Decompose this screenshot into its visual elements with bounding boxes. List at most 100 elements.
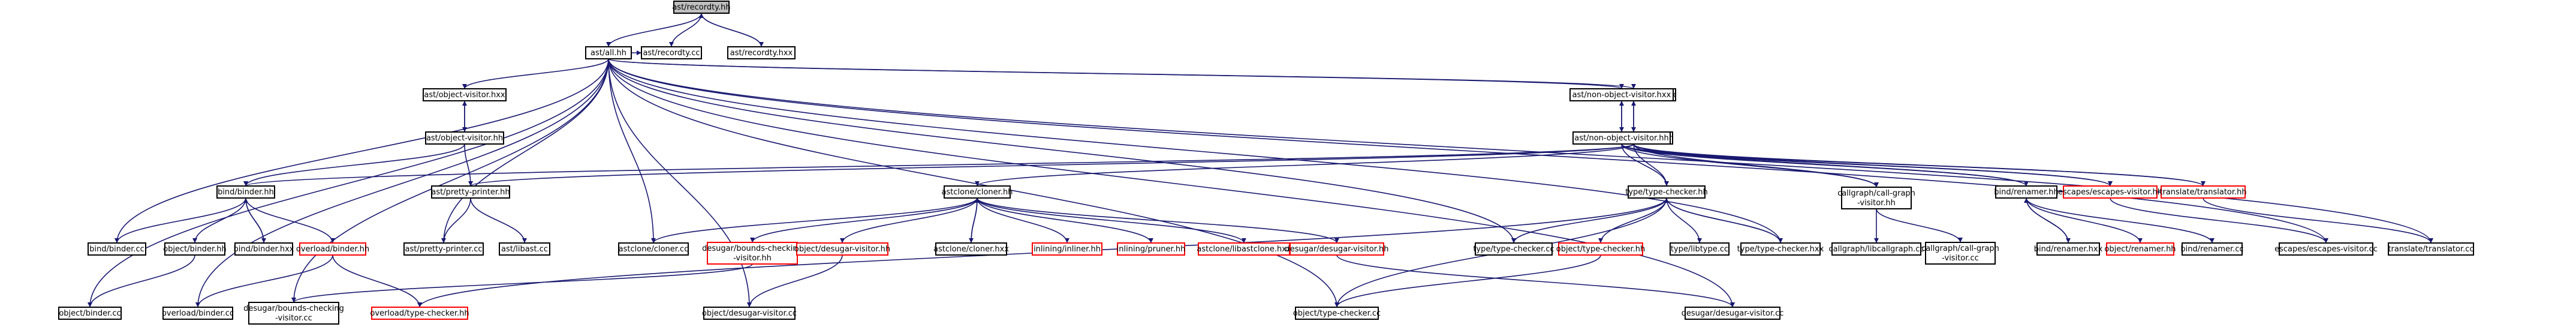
node-escapes-visitor-hh[interactable]: escapes/escapes-visitor.hh: [2058, 185, 2162, 199]
edge-non-object-visitor-hh-to-type-checker-hh: [1621, 143, 1669, 187]
node-cloner-hxx[interactable]: astclone/cloner.hxx: [933, 242, 1009, 256]
edge-all-hh-to-escapes-visitor-cc: [608, 58, 2328, 244]
edge-all-hh-to-type-checker-cc: [608, 58, 1516, 244]
node-label: ast/pretty-printer.cc: [405, 245, 483, 254]
node-pretty-printer-hh[interactable]: ast/pretty-printer.hh: [431, 185, 510, 199]
node-label: type/libtype.cc: [1671, 245, 1728, 254]
node-label: desugar/bounds-checking: [702, 244, 803, 253]
edge-all-hh-to-pretty-printer-cc: [441, 58, 609, 244]
node-desugar-visitor-hh[interactable]: desugar/desugar-visitor.hh: [1285, 242, 1389, 256]
node-label: type/type-checker.hxx: [1737, 245, 1824, 254]
node-label: object/binder.cc: [59, 309, 120, 318]
node-all-hh[interactable]: ast/all.hh: [585, 46, 632, 59]
node-renamer-cc[interactable]: bind/renamer.cc: [2180, 242, 2244, 256]
node-box: [1841, 187, 1912, 209]
edge-binder-hxx-to-binder-hh: [243, 197, 264, 244]
edge-all-hh-to-binder-cc: [115, 58, 609, 244]
node-layer: ast/recordty.hh ast/all.hh ast/recordty.cc…: [58, 1, 2474, 325]
node-object-binder-hh[interactable]: object/binder.hh: [163, 242, 227, 256]
node-box: [164, 242, 225, 256]
edge-all-hh-to-object-visitor-hxx: [462, 58, 609, 89]
node-box: [2161, 185, 2246, 199]
node-object-visitor-hxx[interactable]: ast/object-visitor.hxx: [423, 88, 507, 101]
node-label: ast/recordty.hxx: [730, 49, 793, 58]
node-object-type-checker-hh[interactable]: object/type-checker.hh: [1556, 242, 1646, 256]
edge-cloner-hh-to-pruner-hh: [977, 197, 1153, 244]
node-object-visitor-hh[interactable]: ast/object-visitor.hh: [425, 131, 504, 145]
node-box: [425, 131, 504, 145]
node-recordty-cc[interactable]: ast/recordty.cc: [641, 46, 702, 59]
edge-all-hh-to-non-object-visitor-hxx: [608, 58, 1624, 89]
node-binder-cc[interactable]: bind/binder.cc: [88, 242, 146, 256]
node-label: ast/non-object-visitor.hh: [1574, 134, 1669, 143]
node-desugar-visitor-cc[interactable]: desugar/desugar-visitor.cc: [1682, 307, 1784, 320]
node-libast-cc[interactable]: ast/libast.cc: [499, 242, 550, 256]
edge-default-visitor-hh-to-cloner-hh: [975, 143, 1634, 187]
edge-recordty-hxx-to-recordty-hh: [699, 13, 762, 47]
node-renamer-hh[interactable]: bind/renamer.hh: [1994, 185, 2059, 199]
node-label: object/binder.hh: [163, 245, 227, 254]
node-libclone-hxx[interactable]: astclone/libastclone.hxx: [1197, 242, 1291, 256]
node-pretty-printer-cc[interactable]: ast/pretty-printer.cc: [403, 242, 484, 256]
node-box: [1295, 307, 1379, 320]
node-label: type/type-checker.cc: [1473, 245, 1554, 254]
node-type-checker-hh[interactable]: type/type-checker.hh: [1625, 185, 1708, 199]
node-overload-binder-cc[interactable]: overload/binder.cc: [162, 307, 234, 320]
node-object-desugar-visitor-cc[interactable]: object/desugar-visitor.cc: [702, 307, 797, 320]
node-label: ast/all.hh: [590, 49, 626, 58]
node-box: [944, 185, 1011, 199]
node-overload-binder-hh[interactable]: overload/binder.hh: [296, 242, 369, 256]
node-object-renamer-hh[interactable]: object/renamer.hh: [2104, 242, 2176, 256]
node-cloner-cc[interactable]: astclone/cloner.cc: [618, 242, 689, 256]
edge-cloner-hh-to-bounds-checking-visitor-hh: [750, 197, 978, 243]
node-call-graph-visitor-cc[interactable]: callgraph/call-graph-visitor.cc: [1921, 242, 1999, 265]
node-escapes-visitor-cc[interactable]: escapes/escapes-visitor.cc: [2274, 242, 2378, 256]
edge-all-hh-to-object-desugar-visitor-cc: [608, 58, 752, 308]
edge-cloner-hxx-to-cloner-hh: [971, 197, 980, 244]
node-binder-hxx[interactable]: bind/binder.hxx: [234, 242, 294, 256]
node-translator-cc[interactable]: translate/translator.cc: [2388, 242, 2474, 256]
node-box: [727, 46, 796, 59]
edge-cloner-hh-to-inliner-hh: [977, 197, 1069, 244]
edge-bounds-checking-visitor-hh-to-bounds-checking-visitor-cc: [291, 263, 753, 303]
node-inliner-hh[interactable]: inlining/inliner.hh: [1032, 242, 1102, 256]
node-box: [2106, 242, 2174, 256]
node-libcallgraph-cc[interactable]: callgraph/libcallgraph.cc: [1828, 242, 1924, 256]
node-label: overload/binder.hh: [296, 245, 369, 254]
edge-all-hh-to-object-type-checker-cc: [608, 58, 1339, 308]
node-bounds-checking-visitor-cc[interactable]: desugar/bounds-checking-visitor.cc: [243, 302, 344, 325]
node-type-checker-cc[interactable]: type/type-checker.cc: [1473, 242, 1554, 256]
node-label: inlining/pruner.hh: [1117, 245, 1186, 254]
edge-all-hh-to-overload-binder-cc: [195, 58, 609, 308]
node-recordty-hxx[interactable]: ast/recordty.hxx: [727, 46, 796, 59]
node-binder-hh[interactable]: bind/binder.hh: [216, 185, 275, 199]
node-box: [1925, 242, 1996, 265]
node-box: [431, 185, 510, 199]
node-object-desugar-visitor-hh[interactable]: object/desugar-visitor.hh: [794, 242, 890, 256]
node-renamer-hxx[interactable]: bind/renamer.hxx: [2034, 242, 2103, 256]
node-label: object/type-checker.cc: [1293, 309, 1381, 318]
node-recordty-hh: ast/recordty.hh: [672, 1, 731, 14]
node-box: [1628, 185, 1706, 199]
node-bounds-checking-visitor-hh[interactable]: desugar/bounds-checking-visitor.hh: [702, 242, 803, 265]
node-object-type-checker-cc[interactable]: object/type-checker.cc: [1293, 307, 1381, 320]
node-cloner-hh[interactable]: astclone/cloner.hh: [942, 185, 1013, 199]
edge-layer: [88, 13, 2433, 308]
edge-type-checker-hh-to-object-type-checker-hh: [1598, 197, 1667, 244]
node-non-object-visitor-hxx[interactable]: ast/non-object-visitor.hxx: [1569, 88, 1674, 101]
node-object-binder-cc[interactable]: object/binder.cc: [58, 307, 122, 320]
edge-renamer-hh-to-object-renamer-hh: [2026, 197, 2143, 244]
node-type-checker-hxx[interactable]: type/type-checker.hxx: [1737, 242, 1824, 256]
node-translator-hh[interactable]: translate/translator.hh: [2159, 185, 2247, 199]
edge-binder-hh-to-binder-cc: [115, 197, 246, 244]
node-non-object-visitor-hh[interactable]: ast/non-object-visitor.hh: [1572, 131, 1671, 145]
node-box: [2388, 242, 2474, 256]
node-overload-type-checker-hh[interactable]: overload/type-checker.hh: [370, 307, 469, 320]
node-box: [234, 242, 293, 256]
node-box: [796, 242, 888, 256]
node-call-graph-visitor-hh[interactable]: callgraph/call-graph-visitor.hh: [1837, 187, 1915, 209]
node-pruner-hh[interactable]: inlining/pruner.hh: [1117, 242, 1186, 256]
node-libtype-cc[interactable]: type/libtype.cc: [1670, 242, 1730, 256]
edge-object-binder-hh-to-object-binder-cc: [88, 254, 195, 308]
